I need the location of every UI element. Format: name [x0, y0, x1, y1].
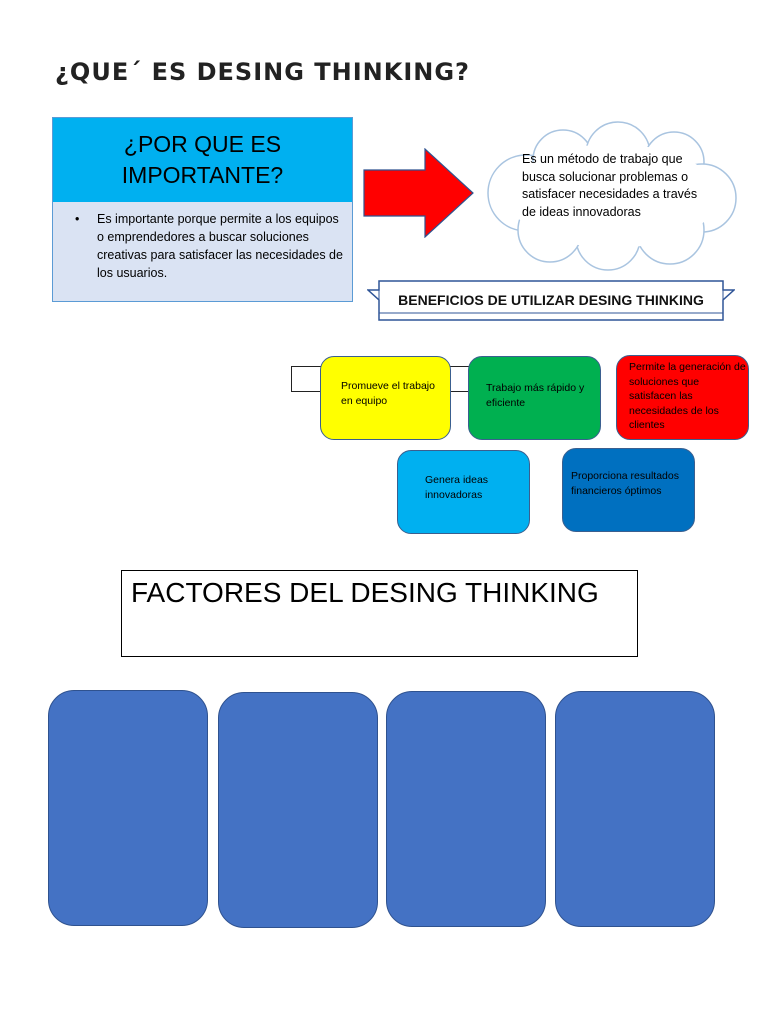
benefit-card-efficiency: Trabajo más rápido y eficiente — [468, 356, 601, 440]
factor-box-2 — [218, 692, 378, 928]
benefit-card-financial: Proporciona resultados financieros óptim… — [562, 448, 695, 532]
benefit-text: Permite la generación de soluciones que … — [629, 361, 746, 431]
factors-heading: FACTORES DEL DESING THINKING — [131, 577, 599, 608]
cloud-shape — [487, 121, 737, 271]
factor-box-3 — [386, 691, 546, 927]
right-arrow-icon — [363, 148, 474, 238]
document-title: ¿QUE´ ES DESING THINKING? — [55, 58, 470, 86]
benefit-card-ideas: Genera ideas innovadoras — [397, 450, 530, 534]
benefit-text: Proporciona resultados financieros óptim… — [571, 470, 679, 497]
benefits-heading: BENEFICIOS DE UTILIZAR DESING THINKING — [398, 292, 704, 308]
factors-title-box: FACTORES DEL DESING THINKING — [121, 570, 638, 657]
importance-heading: ¿POR QUE ES IMPORTANTE? — [53, 118, 352, 202]
benefit-card-teamwork: Promueve el trabajo en equipo — [320, 356, 451, 440]
importance-panel: ¿POR QUE ES IMPORTANTE? • Es importante … — [52, 117, 353, 302]
factor-box-4 — [555, 691, 715, 927]
benefits-banner — [367, 280, 735, 321]
importance-bullet: • Es importante porque permite a los equ… — [75, 210, 345, 282]
factor-box-1 — [48, 690, 208, 926]
benefit-text: Genera ideas innovadoras — [425, 474, 489, 501]
bullet-icon: • — [75, 212, 80, 226]
benefit-card-solutions: Permite la generación de soluciones que … — [616, 355, 749, 440]
importance-bullet-text: Es importante porque permite a los equip… — [97, 212, 343, 280]
benefit-text: Promueve el trabajo en equipo — [341, 380, 435, 407]
benefit-text: Trabajo más rápido y eficiente — [486, 382, 585, 409]
definition-text: Es un método de trabajo que busca soluci… — [522, 152, 698, 219]
